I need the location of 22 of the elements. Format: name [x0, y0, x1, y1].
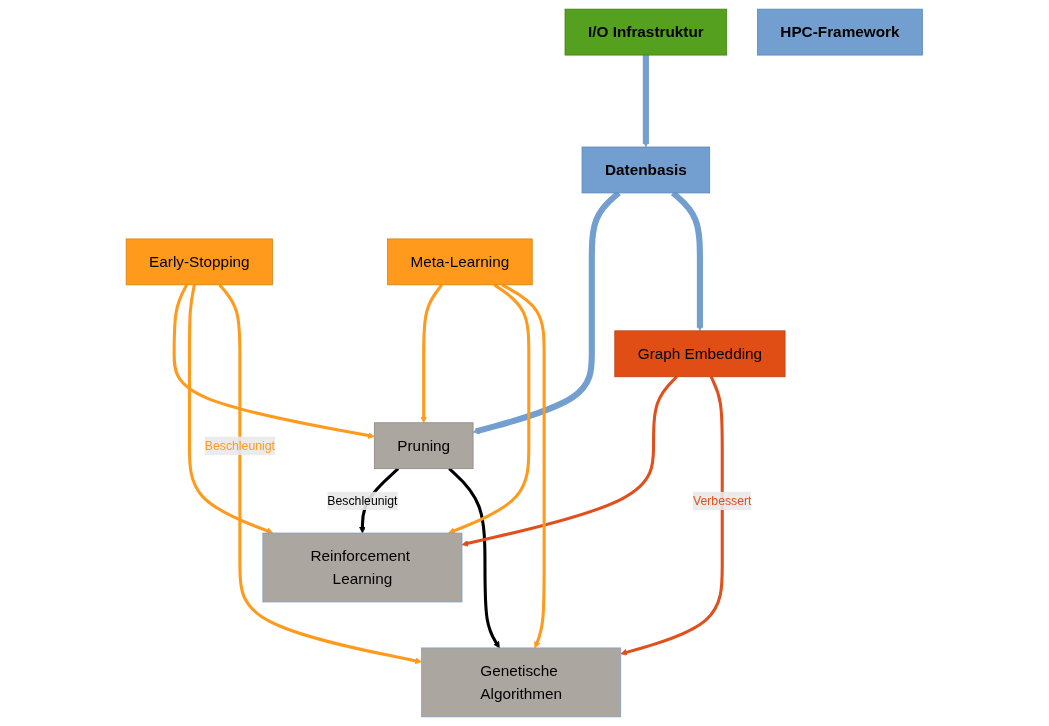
arrow	[420, 283, 444, 424]
arrow	[448, 283, 531, 534]
arrow	[642, 55, 650, 148]
node-box: Genetische Algorithmen	[421, 647, 622, 718]
edge-label: Beschleunigt	[204, 438, 276, 452]
arrow	[218, 283, 423, 665]
node-box: Meta-Learning	[387, 238, 533, 286]
edge-label: Beschleunigt	[327, 493, 398, 507]
arrow	[501, 283, 546, 649]
arrow	[620, 376, 724, 656]
node-box: I/O Infrastruktur	[564, 8, 728, 56]
node-box: Datenbasis	[581, 146, 711, 194]
arrow	[188, 284, 274, 534]
arrow	[172, 284, 375, 439]
node-box: Early-Stopping	[125, 238, 274, 286]
arrow	[461, 375, 678, 547]
arrow	[448, 467, 500, 649]
node-box: HPC-Framework	[757, 8, 924, 56]
node-box: Pruning	[374, 422, 474, 470]
node-box: Graph Embedding	[614, 330, 786, 378]
node-box: Reinforcement Learning	[262, 532, 463, 603]
edge-label: Verbessert	[693, 493, 752, 507]
